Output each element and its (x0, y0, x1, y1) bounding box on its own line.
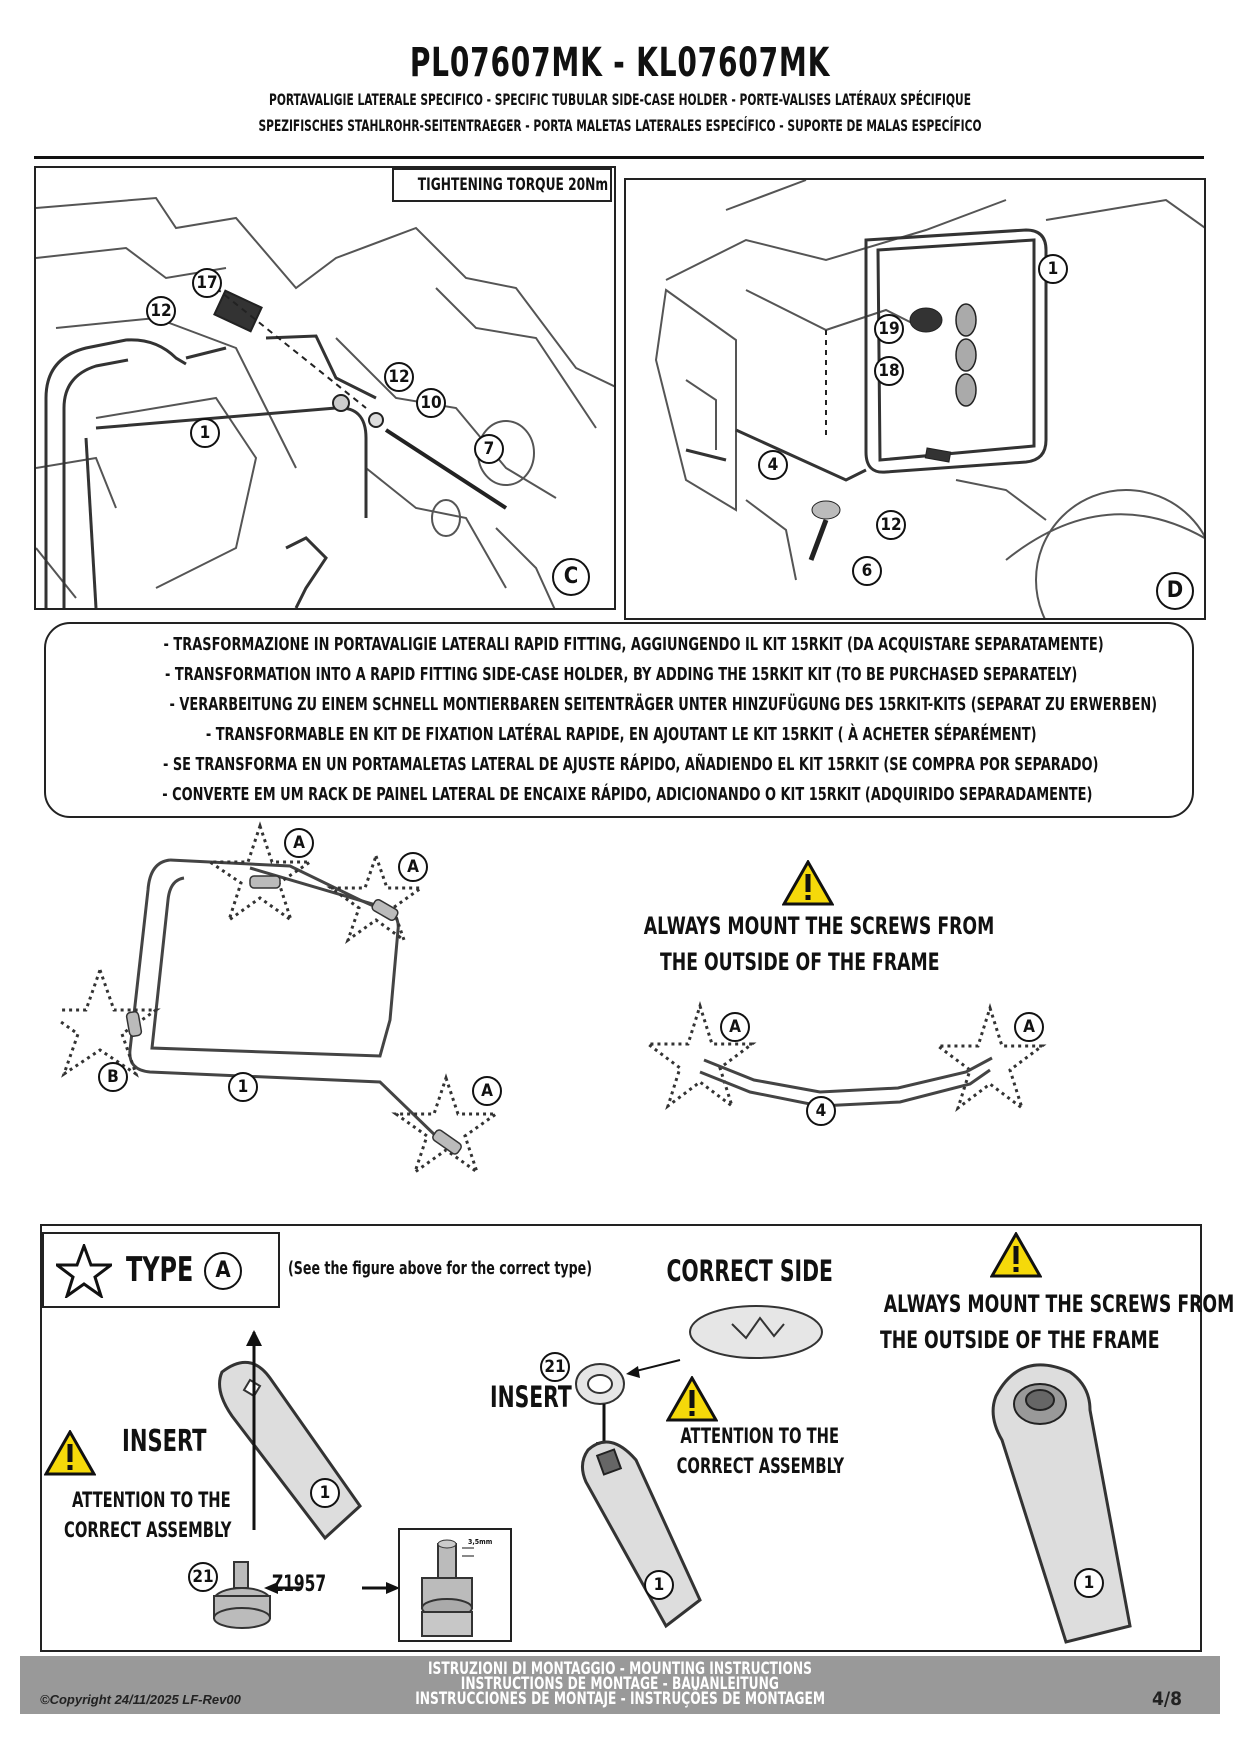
warning-icon-right (990, 1232, 1042, 1278)
bar-part-4: 4 (806, 1096, 836, 1126)
panel-c: 17 12 12 10 7 1 C (34, 166, 616, 610)
callout-1: 1 (190, 418, 220, 448)
footer-line-3: INSTRUCCIONES DE MONTAJE - INSTRUÇÕES DE… (415, 1689, 825, 1709)
warning-right-line-2: THE OUTSIDE OF THE FRAME (880, 1326, 1160, 1354)
note-line-fr: - TRANSFORMABLE EN KIT DE FIXATION LATÉR… (205, 724, 1037, 745)
warning-icon (782, 860, 834, 906)
subtitle-line-1: PORTAVALIGIE LATERALE SPECIFICO - SPECIF… (269, 90, 971, 109)
part-code: Z1957 (272, 1572, 327, 1597)
note-line-de: - VERARBEITUNG ZU EINEM SCHNELL MONTIERB… (169, 694, 1158, 715)
page-number: 4/8 (1152, 1688, 1183, 1710)
warning-icon-left (44, 1430, 96, 1476)
step-right-part-1: 1 (1074, 1568, 1104, 1598)
copyright: ©Copyright 24/11/2025 LF-Rev00 (40, 1692, 241, 1707)
panel-d-drawing (654, 180, 1204, 618)
panel-d-letter: D (1156, 572, 1194, 610)
frame-type-a-2: A (398, 852, 428, 882)
type-letter: A (204, 1252, 242, 1290)
type-hint: (See the figure above for the correct ty… (288, 1258, 593, 1279)
step-right-drawing (991, 1363, 1132, 1644)
correct-side-label: CORRECT SIDE (666, 1254, 834, 1288)
step-left-part-1: 1 (310, 1478, 340, 1508)
page-title: PL07607MK - KL07607MK (409, 40, 831, 86)
callout-19: 19 (874, 314, 904, 344)
frame-type-b: B (98, 1062, 128, 1092)
detail-inset-drawing (421, 1539, 474, 1637)
callout-12-mid: 12 (384, 362, 414, 392)
callout-12-d: 12 (876, 510, 906, 540)
step-left-part-21: 21 (188, 1562, 218, 1592)
note-box: - TRASFORMAZIONE IN PORTAVALIGIE LATERAL… (44, 622, 1194, 818)
bar-type-a-2: A (1014, 1012, 1044, 1042)
insert-label-middle: INSERT (490, 1380, 572, 1414)
note-line-es: - SE TRANSFORMA EN UN PORTAMALETAS LATER… (162, 754, 1099, 775)
bar-type-figure (643, 1001, 1047, 1113)
frame-type-a-3: A (472, 1076, 502, 1106)
panel-d: 1 19 18 4 12 6 D (624, 178, 1206, 620)
frame-part-1: 1 (228, 1072, 258, 1102)
note-line-pt: - CONVERTE EM UM RACK DE PAINEL LATERAL … (162, 784, 1093, 805)
attention-left-2: CORRECT ASSEMBLY (64, 1518, 232, 1542)
frame-type-figure (60, 821, 501, 1176)
callout-18: 18 (874, 356, 904, 386)
attention-middle-1: ATTENTION TO THE (680, 1424, 840, 1448)
footer-line-2: INSTRUCTIONS DE MONTAGE - BAUANLEITUNG (460, 1674, 780, 1694)
callout-4: 4 (758, 450, 788, 480)
subtitle-line-2: SPEZIFISCHES STAHLROHR-SEITENTRAEGER - P… (258, 116, 982, 135)
double-arrow-icon (264, 1582, 400, 1594)
dimension-label: 3,5mm (468, 1538, 493, 1546)
callout-7: 7 (474, 434, 504, 464)
callout-12-top: 12 (146, 296, 176, 326)
warning-mid-line-1: ALWAYS MOUNT THE SCREWS FROM (643, 912, 995, 940)
frame-type-a-1: A (284, 828, 314, 858)
callout-1-d: 1 (1038, 254, 1068, 284)
type-box: TYPE A (42, 1232, 280, 1308)
torque-label: TIGHTENING TORQUE 20Nm (392, 168, 612, 202)
note-line-it: - TRASFORMAZIONE IN PORTAVALIGIE LATERAL… (163, 634, 1104, 655)
star-icon (56, 1244, 112, 1298)
footer-line-1: ISTRUZIONI DI MONTAGGIO - MOUNTING INSTR… (428, 1659, 812, 1679)
callout-6: 6 (852, 556, 882, 586)
detail-inset: 3,5mm (398, 1528, 512, 1642)
panel-c-letter: C (552, 558, 590, 596)
panel-c-drawing (36, 196, 614, 608)
callout-10: 10 (416, 388, 446, 418)
attention-middle-2: CORRECT ASSEMBLY (676, 1454, 844, 1478)
warning-mid-line-2: THE OUTSIDE OF THE FRAME (660, 948, 940, 976)
warning-right-line-1: ALWAYS MOUNT THE SCREWS FROM (883, 1290, 1235, 1318)
type-label: TYPE (126, 1250, 194, 1290)
assembly-detail-box (40, 1224, 1202, 1652)
header-divider (34, 156, 1204, 159)
step-middle-part-1: 1 (644, 1570, 674, 1600)
insert-label-left: INSERT (122, 1424, 207, 1459)
callout-17: 17 (192, 268, 222, 298)
attention-left-1: ATTENTION TO THE (72, 1488, 231, 1512)
bar-type-a-1: A (720, 1012, 750, 1042)
step-middle-part-21: 21 (540, 1352, 570, 1382)
footer-bar: ISTRUZIONI DI MONTAGGIO - MOUNTING INSTR… (20, 1656, 1220, 1714)
note-line-en: - TRANSFORMATION INTO A RAPID FITTING SI… (164, 664, 1078, 685)
warning-icon-middle (666, 1376, 718, 1422)
